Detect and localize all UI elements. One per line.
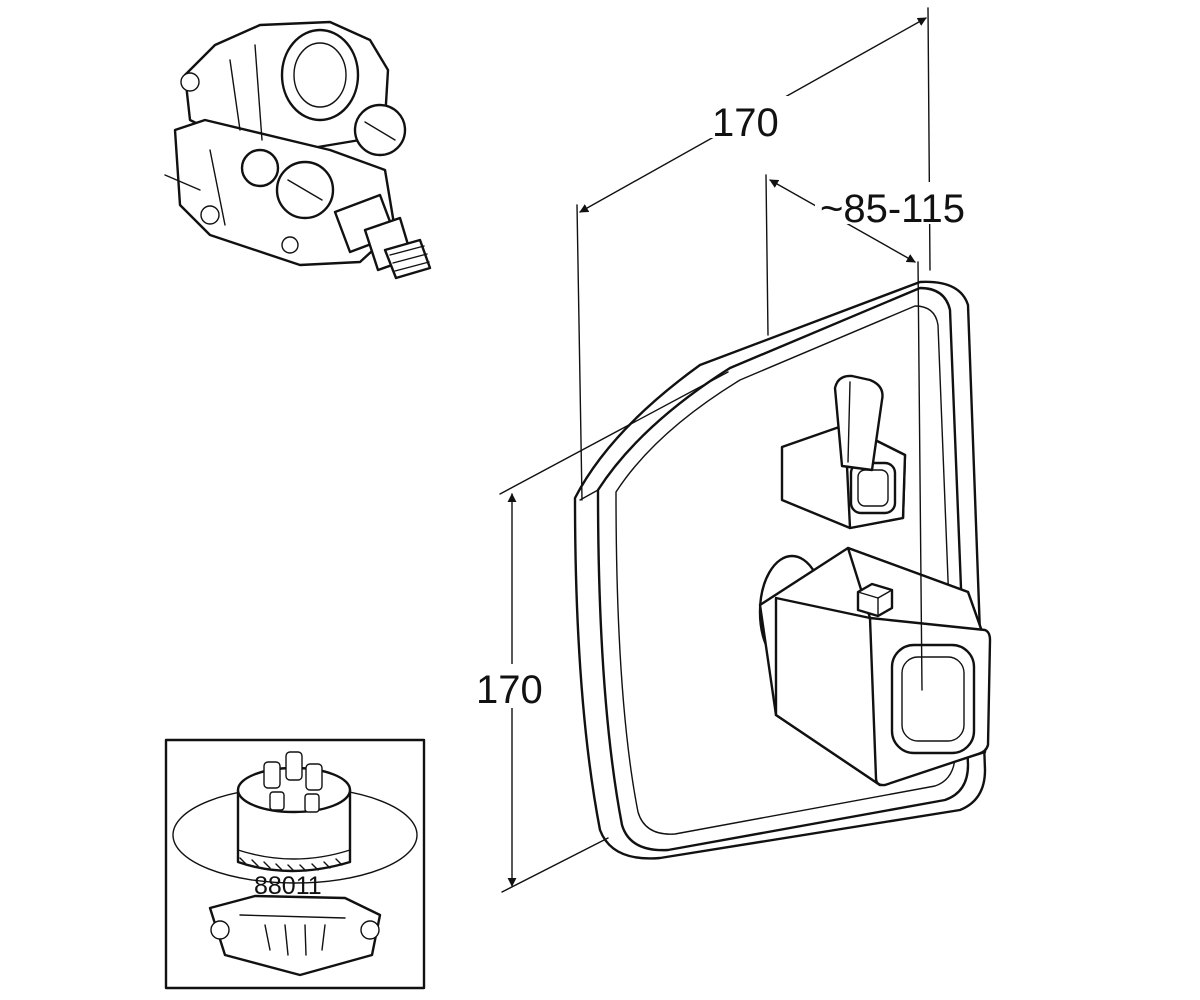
height-dimension-label: 170 — [476, 668, 543, 712]
projection-dimension-label: ~85-115 — [820, 187, 965, 231]
thermostat-knob — [758, 546, 992, 787]
valve-body-illustration — [164, 20, 432, 280]
diverter-lever — [780, 374, 907, 530]
part-number-label: 88011 — [254, 872, 322, 900]
width-dimension-label: 170 — [712, 101, 779, 145]
inset-cartridge-box: 88011 — [164, 738, 426, 990]
